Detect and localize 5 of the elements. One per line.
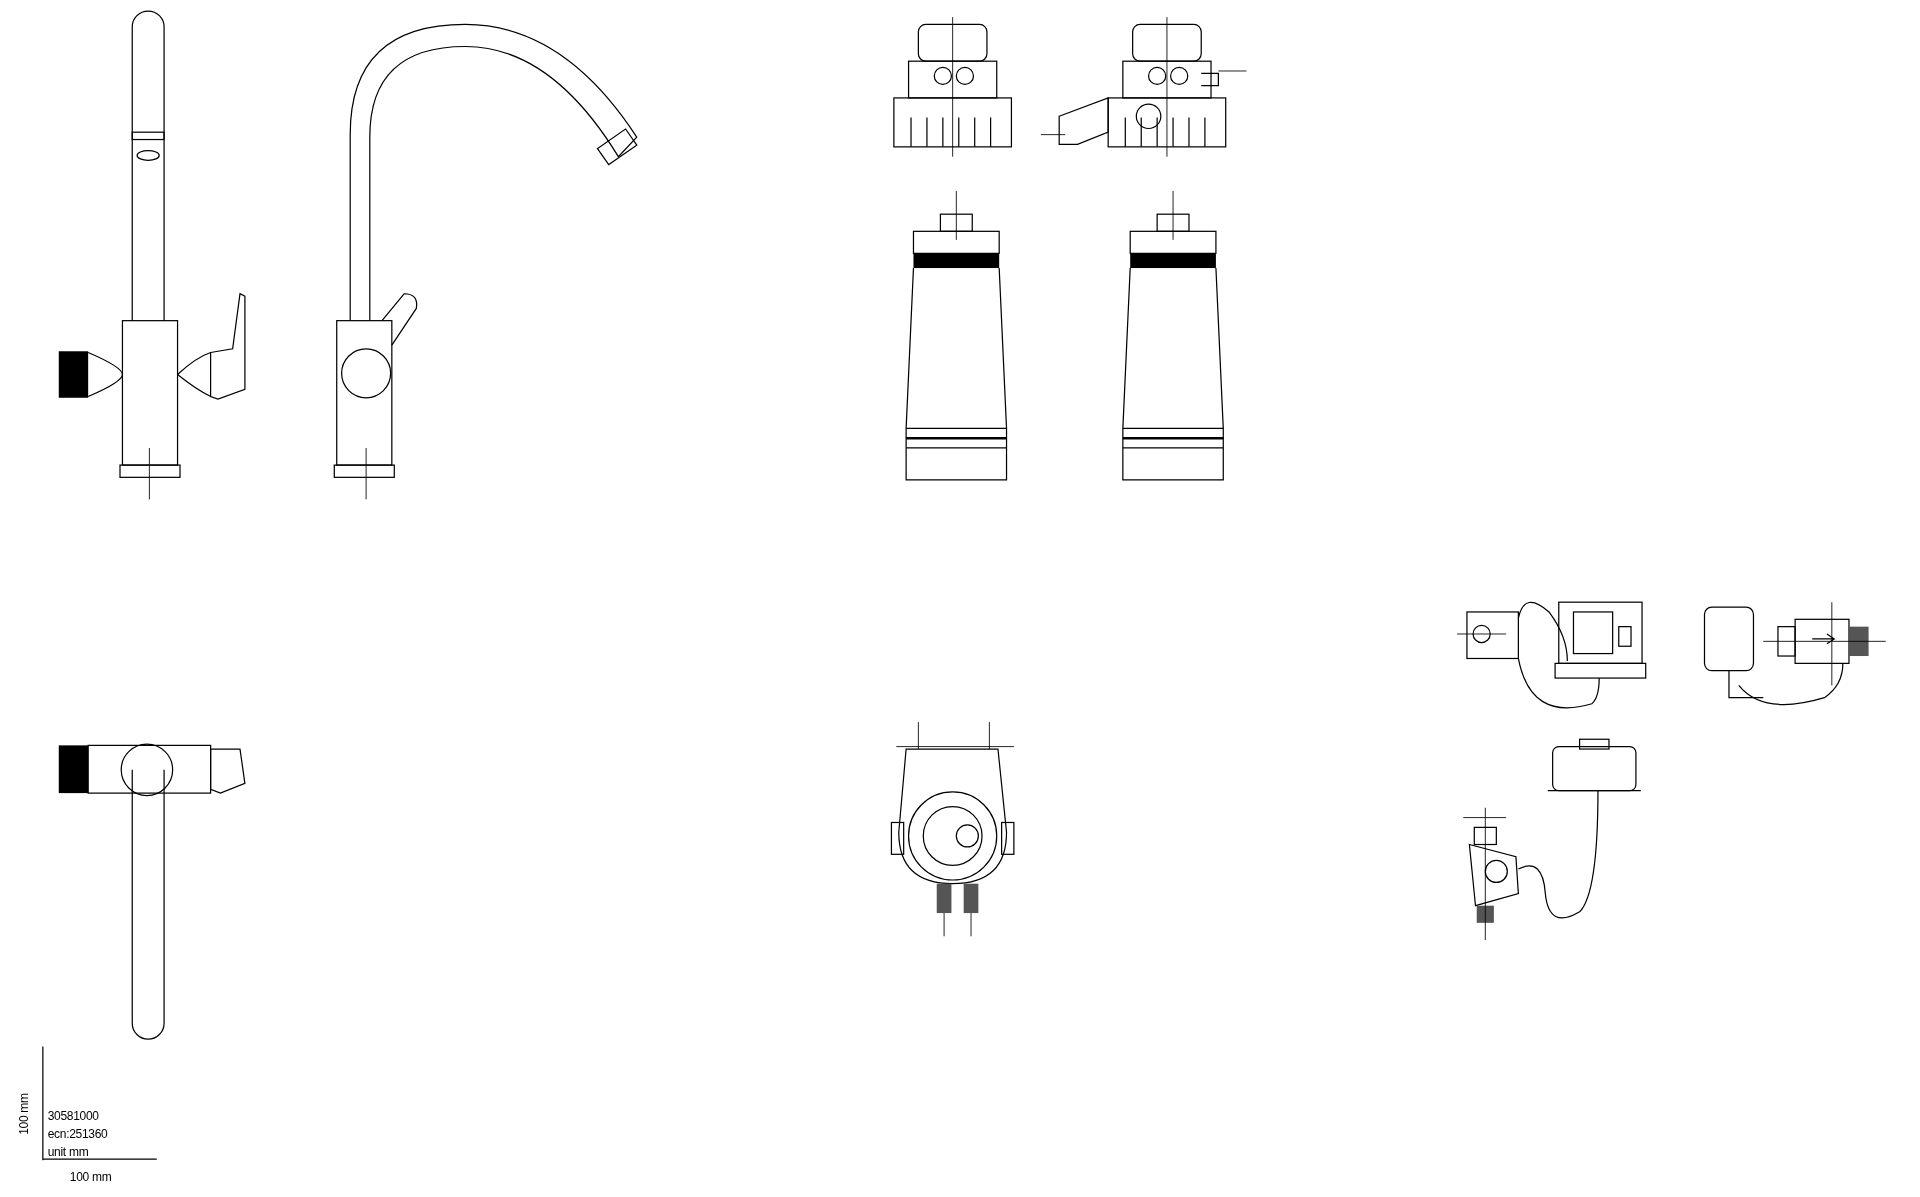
note-text: ecn:251360	[47, 1126, 108, 1141]
dimension-text: 100 mm	[16, 1093, 31, 1136]
dimension-text: 100 mm	[69, 1169, 112, 1184]
note-text: 30581000	[47, 1108, 99, 1123]
note-text: unit mm	[47, 1145, 89, 1160]
